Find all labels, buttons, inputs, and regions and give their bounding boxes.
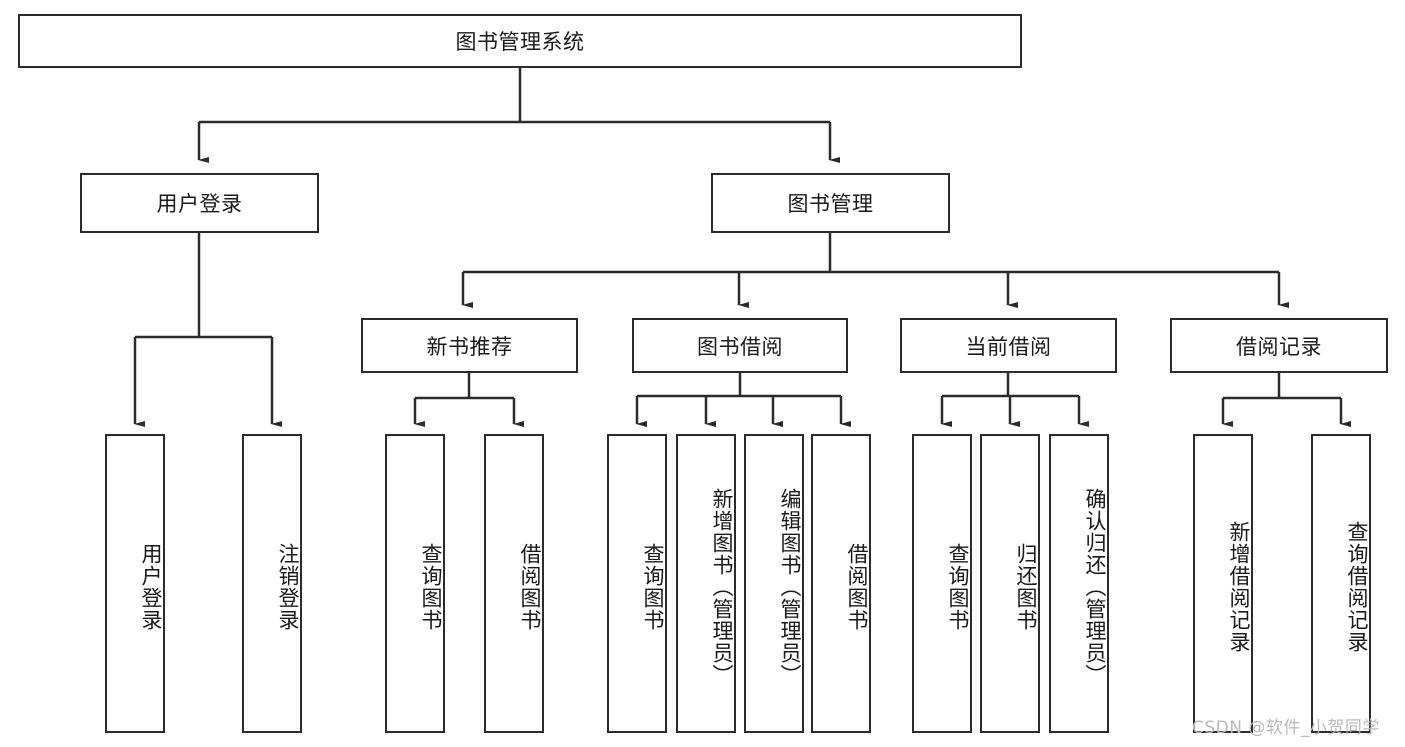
node-book-borrow-label: 图书借阅 bbox=[697, 334, 783, 359]
node-leaf-query-record-label: 查询借阅记录 bbox=[1345, 520, 1369, 653]
node-book-manage-label: 图书管理 bbox=[787, 192, 874, 216]
node-leaf-query-book-2[interactable]: 查询图书 bbox=[607, 434, 667, 733]
node-borrow-record-label: 借阅记录 bbox=[1236, 334, 1322, 359]
watermark-text: CSDN @软件_小贺同学 bbox=[1192, 718, 1380, 738]
node-root[interactable]: 图书管理系统 bbox=[18, 14, 1022, 68]
node-leaf-add-book-label: 新增图书（管理员） bbox=[710, 487, 734, 686]
node-leaf-return-book[interactable]: 归还图书 bbox=[980, 434, 1040, 733]
node-leaf-edit-book[interactable]: 编辑图书（管理员） bbox=[744, 434, 804, 733]
node-new-book-rec[interactable]: 新书推荐 bbox=[361, 318, 578, 373]
node-leaf-logout[interactable]: 注销登录 bbox=[242, 434, 302, 733]
node-root-label: 图书管理系统 bbox=[455, 30, 585, 54]
node-leaf-return-book-label: 归还图书 bbox=[1014, 542, 1038, 631]
node-leaf-borrow-book-2[interactable]: 借阅图书 bbox=[811, 434, 871, 733]
node-leaf-query-book-1-label: 查询图书 bbox=[419, 542, 443, 631]
node-leaf-query-book-2-label: 查询图书 bbox=[641, 542, 665, 631]
node-leaf-query-book-3-label: 查询图书 bbox=[946, 542, 970, 631]
node-user-login-label: 用户登录 bbox=[156, 192, 243, 216]
node-leaf-query-record[interactable]: 查询借阅记录 bbox=[1311, 434, 1371, 733]
node-leaf-confirm-return[interactable]: 确认归还（管理员） bbox=[1049, 434, 1109, 733]
node-leaf-edit-book-label: 编辑图书（管理员） bbox=[778, 487, 802, 686]
node-leaf-borrow-book-1-label: 借阅图书 bbox=[518, 542, 542, 631]
node-leaf-logout-label: 注销登录 bbox=[276, 542, 300, 631]
node-leaf-user-login-label: 用户登录 bbox=[139, 542, 163, 631]
node-leaf-query-book-1[interactable]: 查询图书 bbox=[385, 434, 445, 733]
node-leaf-confirm-return-label: 确认归还（管理员） bbox=[1083, 487, 1107, 686]
node-leaf-add-book[interactable]: 新增图书（管理员） bbox=[676, 434, 736, 733]
node-book-manage[interactable]: 图书管理 bbox=[711, 173, 950, 233]
node-new-book-rec-label: 新书推荐 bbox=[426, 334, 513, 359]
node-leaf-add-record[interactable]: 新增借阅记录 bbox=[1193, 434, 1253, 733]
node-leaf-query-book-3[interactable]: 查询图书 bbox=[912, 434, 972, 733]
node-current-borrow-label: 当前借阅 bbox=[965, 334, 1052, 359]
node-borrow-record[interactable]: 借阅记录 bbox=[1170, 318, 1388, 373]
node-current-borrow[interactable]: 当前借阅 bbox=[900, 318, 1117, 373]
node-leaf-user-login[interactable]: 用户登录 bbox=[105, 434, 165, 733]
node-book-borrow[interactable]: 图书借阅 bbox=[632, 318, 848, 373]
node-leaf-borrow-book-1[interactable]: 借阅图书 bbox=[484, 434, 544, 733]
node-leaf-borrow-book-2-label: 借阅图书 bbox=[845, 542, 869, 631]
node-user-login[interactable]: 用户登录 bbox=[80, 173, 319, 233]
node-leaf-add-record-label: 新增借阅记录 bbox=[1227, 520, 1251, 653]
